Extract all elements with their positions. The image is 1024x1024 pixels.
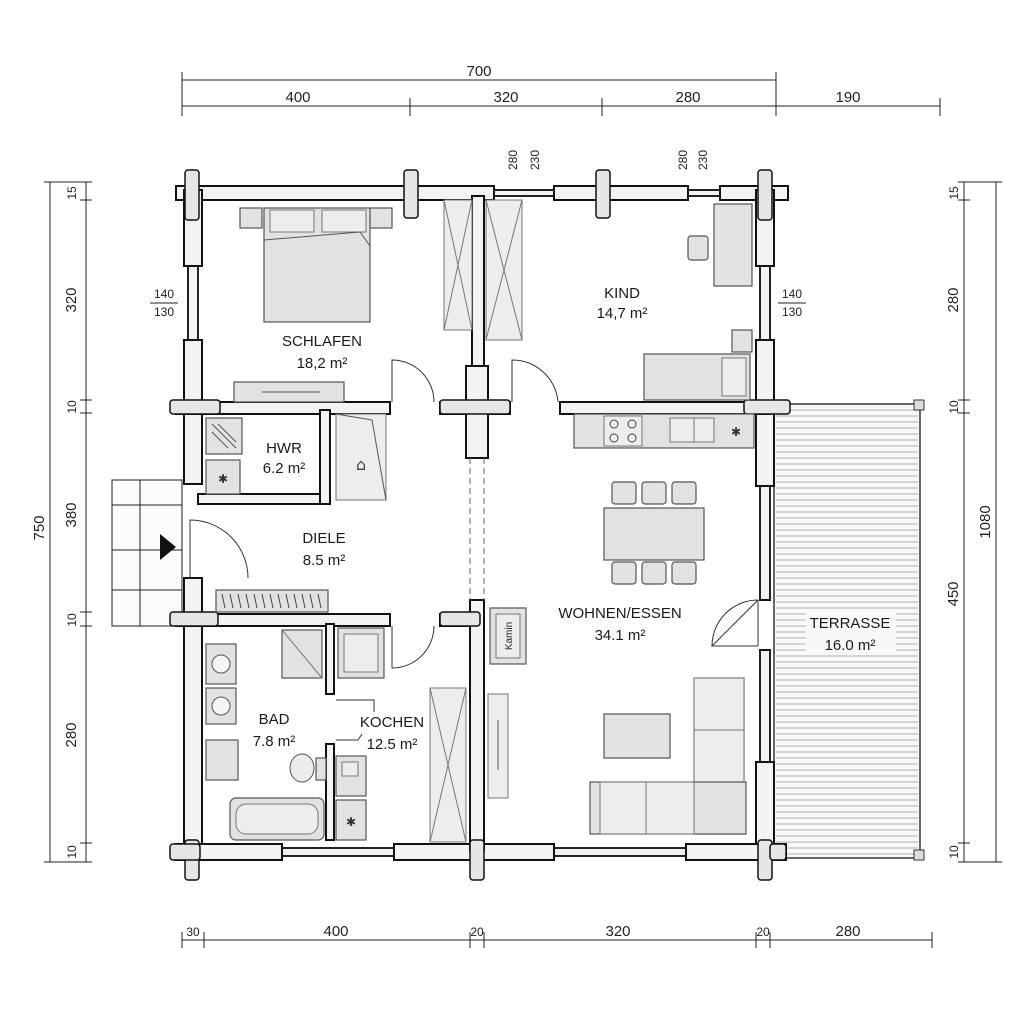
- room-labels: SCHLAFEN 18,2 m² KIND 14,7 m² HWR 6.2 m²…: [253, 285, 891, 753]
- dim-bottom-4: 320: [605, 923, 630, 940]
- entrance-stairs: [111, 479, 183, 627]
- dim-right-5: 10: [947, 845, 961, 859]
- desk-chair: [687, 235, 709, 261]
- room-kind-name: KIND: [604, 285, 640, 302]
- room-bad-name: BAD: [259, 711, 290, 728]
- room-schlafen-area: 18,2 m²: [297, 355, 348, 372]
- washer-icon: ✱: [218, 472, 228, 486]
- dim-left-3: 10: [65, 400, 79, 414]
- pillow-left: [269, 209, 315, 233]
- door-kind: [511, 359, 559, 403]
- toilet: [289, 753, 315, 783]
- room-wohnen-area: 34.1 m²: [595, 627, 646, 644]
- log-posts: [169, 169, 791, 881]
- dim-left-total: 750: [31, 515, 48, 540]
- room-bad-area: 7.8 m²: [253, 733, 296, 750]
- dim-win-left-b: 130: [154, 305, 174, 319]
- bathroom-furniture: [205, 629, 327, 841]
- dim-top-2: 320: [493, 89, 518, 106]
- coffee-table: [603, 713, 671, 759]
- dim-top-3: 280: [675, 89, 700, 106]
- left-dimensions: 750 15 320 10 380 10 280 10 140 130: [31, 181, 178, 863]
- dim-top-total: 700: [466, 63, 491, 80]
- dim-bottom-3: 20: [470, 925, 484, 939]
- dim-right-1: 15: [947, 186, 961, 200]
- washbasin-bad: [205, 739, 239, 781]
- room-hwr-name: HWR: [266, 440, 302, 457]
- hwr-furniture: ✱ ⌂: [205, 413, 387, 501]
- terrace-decking: [776, 409, 918, 855]
- dishwasher-icon: ✱: [731, 425, 741, 439]
- dim-left-5: 10: [65, 613, 79, 627]
- bedroom-furniture: [233, 199, 473, 403]
- dim-top-1: 400: [285, 89, 310, 106]
- terrace: [773, 399, 925, 861]
- dim-top-4: 190: [835, 89, 860, 106]
- dim-left-2: 320: [63, 287, 80, 312]
- washing-machine: [205, 459, 241, 495]
- nightstand-left: [239, 207, 263, 229]
- nightstand-right: [369, 207, 393, 229]
- entry-arrow-icon: [160, 534, 176, 560]
- coat-closet: [335, 413, 387, 501]
- top-dimensions: 700 400 320 280 190 280 230 280 230: [181, 63, 941, 170]
- stove-label: Kamin: [504, 622, 515, 650]
- room-terrasse-area: 16.0 m²: [825, 637, 876, 654]
- dim-right-2: 280: [945, 287, 962, 312]
- room-diele-area: 8.5 m²: [303, 552, 346, 569]
- room-diele-name: DIELE: [302, 530, 345, 547]
- right-dimensions: 15 280 10 450 10 1080 140 130: [778, 181, 1002, 863]
- desk: [713, 203, 753, 287]
- room-kochen-area: 12.5 m²: [367, 736, 418, 753]
- door-bad: [391, 625, 435, 669]
- dim-left-4: 380: [63, 502, 80, 527]
- cooktop: [603, 415, 643, 447]
- dim-left-7: 10: [65, 845, 79, 859]
- room-schlafen-name: SCHLAFEN: [282, 333, 362, 350]
- hallway-furniture: [215, 589, 329, 613]
- room-terrasse-name: TERRASSE: [810, 615, 891, 632]
- door-schlafen: [391, 359, 435, 403]
- dim-bottom-2: 400: [323, 923, 348, 940]
- windows: [187, 189, 771, 857]
- dim-win-top-left-b: 230: [528, 150, 542, 170]
- pillow-right: [321, 209, 367, 233]
- kitchen-counter: [573, 413, 755, 449]
- living-furniture: ✱ Kamin: [487, 413, 755, 835]
- dim-bottom-5: 20: [756, 925, 770, 939]
- dim-win-right-b: 130: [782, 305, 802, 319]
- kids-room-furniture: [485, 199, 753, 401]
- dim-win-left-a: 140: [154, 287, 174, 301]
- dim-win-top-left-a: 280: [506, 150, 520, 170]
- sink-wohnen: [669, 417, 695, 443]
- dim-bottom-6: 280: [835, 923, 860, 940]
- door-entrance: [189, 519, 249, 579]
- dim-right-total: 1080: [977, 505, 994, 538]
- dining-table: [603, 507, 705, 561]
- dim-bottom-1: 30: [186, 925, 200, 939]
- dim-left-6: 280: [63, 722, 80, 747]
- hanger-icon: ⌂: [356, 455, 366, 474]
- room-hwr-area: 6.2 m²: [263, 460, 306, 477]
- room-kochen-name: KOCHEN: [360, 714, 424, 731]
- dim-right-4: 450: [945, 581, 962, 606]
- kitchen-furniture: ✱: [335, 627, 467, 843]
- fridge: [335, 799, 367, 841]
- dim-win-top-right-a: 280: [676, 150, 690, 170]
- dim-left-1: 15: [65, 186, 79, 200]
- doors: [189, 359, 759, 669]
- bottom-dimensions: 30 400 20 320 20 280: [181, 923, 933, 948]
- room-kind-area: 14,7 m²: [597, 305, 648, 322]
- room-wohnen-name: WOHNEN/ESSEN: [558, 605, 681, 622]
- dim-win-top-right-b: 230: [696, 150, 710, 170]
- dim-win-right-a: 140: [782, 287, 802, 301]
- fridge-icon: ✱: [346, 815, 356, 829]
- dim-right-3: 10: [947, 400, 961, 414]
- door-terrasse: [710, 599, 759, 647]
